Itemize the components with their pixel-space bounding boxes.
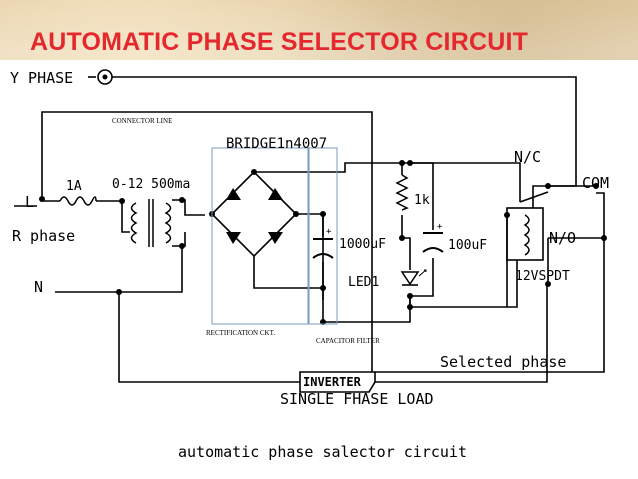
r-phase-label: R phase <box>12 227 75 245</box>
rectification-label: RECTIFICATION CKT. <box>206 329 275 337</box>
y-phase-label: Y PHASE <box>10 69 73 87</box>
resistor-1k <box>395 174 409 211</box>
relay-label: 12VSPDT <box>515 269 570 284</box>
relay-coil <box>523 214 530 256</box>
inverter-label: INVERTER <box>303 375 362 389</box>
capacitor-100uf: + <box>422 222 444 253</box>
fuse-symbol <box>59 196 97 206</box>
connector-line-wire <box>41 111 548 383</box>
bridge-diodes <box>226 188 283 244</box>
output-wire <box>375 192 605 373</box>
diagram-panel <box>0 60 638 479</box>
load-label: SINGLE FHASE LOAD <box>280 390 434 408</box>
l-label: L <box>25 193 34 211</box>
led-symbol <box>400 269 427 286</box>
y-phase-wire <box>112 76 577 187</box>
cap2-label: 100uF <box>448 238 487 253</box>
selected-phase-label: Selected phase <box>440 353 566 371</box>
svg-text:+: + <box>326 227 332 237</box>
slide-title: AUTOMATIC PHASE SELECTOR CIRCUIT <box>30 28 529 56</box>
cap1-label: 1000uF <box>339 237 386 252</box>
inverter-box <box>299 371 376 393</box>
bridge-label: BRIDGE1n4007 <box>226 136 327 152</box>
nc-label: N/C <box>514 148 541 166</box>
y-phase-terminal <box>88 69 113 85</box>
fuse-label: 1A <box>66 179 82 194</box>
n-wire <box>55 246 183 293</box>
rectification-box <box>211 147 309 325</box>
com-label: COM <box>582 174 609 192</box>
transformer-symbol <box>130 199 172 247</box>
capacitor-filter-box <box>308 147 338 325</box>
no-label: N/O <box>549 229 576 247</box>
svg-text:+: + <box>437 222 443 232</box>
inverter-feed-wire <box>118 292 300 383</box>
transformer-label: 0-12 500ma <box>112 177 190 192</box>
diagram-caption: automatic phase salector circuit <box>178 443 467 461</box>
n-label: N <box>34 278 43 296</box>
capacitor-filter-label: CAPACITOR FILTER <box>316 337 380 345</box>
capacitor-1000uf: + <box>312 227 334 259</box>
led-label: LED1 <box>348 275 379 290</box>
connector-line-label: CONNECTOR LINE <box>112 117 172 125</box>
resistor-label: 1k <box>414 193 430 208</box>
